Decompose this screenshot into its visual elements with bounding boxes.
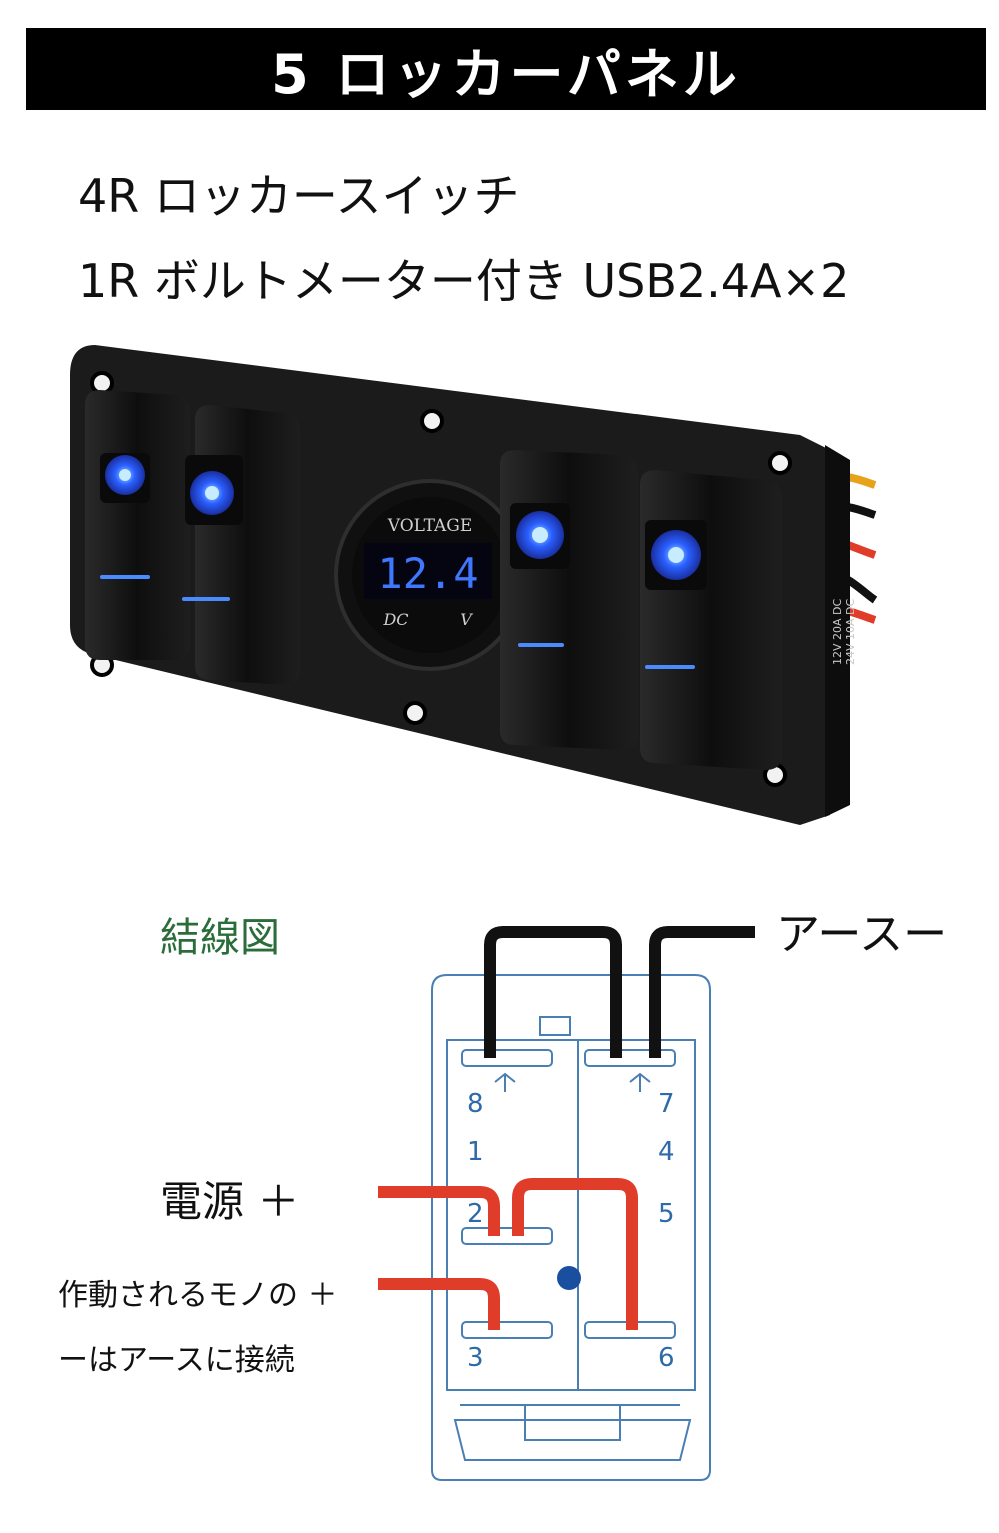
pin-8: 8: [467, 1089, 484, 1119]
screw-hole: [420, 409, 444, 433]
pin-labels: 8 1 2 3 7 4 5 6: [467, 1089, 675, 1373]
rocker-switch-4: [640, 470, 782, 770]
screw-hole: [768, 451, 792, 475]
side-label-1: 12V 20A DC: [831, 598, 844, 665]
meter-label: VOLTAGE: [387, 516, 473, 536]
earth-wires: [484, 926, 755, 1058]
power-wires: [378, 1178, 638, 1330]
load-ground-note: ーはアースに接続: [58, 1343, 295, 1378]
pin-2: 2: [467, 1199, 484, 1229]
rocker-switch-3: [500, 450, 638, 750]
rocker-switch-2: [182, 405, 300, 685]
spec-line-voltmeter: 1R ボルトメーター付き USB2.4A×2: [78, 254, 850, 308]
pin-7: 7: [658, 1089, 675, 1119]
meter-dc: DC: [382, 610, 408, 629]
pin-4: 4: [658, 1137, 675, 1167]
load-label: 作動されるモノの ＋: [58, 1278, 338, 1313]
screw-hole: [403, 701, 427, 725]
housing-side-label: 12V 20A DC 24V 10A DC: [831, 598, 857, 665]
center-pivot-icon: [557, 1266, 581, 1290]
power-label: 電源 ＋: [160, 1177, 300, 1226]
screw-hole: [90, 371, 114, 395]
pin-6: 6: [658, 1343, 675, 1373]
banner: 5 ロッカーパネル: [26, 28, 986, 110]
rocker-switch-1: [85, 390, 190, 660]
meter-value: 12.4: [377, 549, 478, 598]
product-photo: 12V 20A DC 24V 10A DC VOLTAGE 12.4 DC V: [70, 345, 878, 825]
wiring-diagram: 8 1 2 3 7 4 5 6: [378, 926, 755, 1481]
earth-label: アースー: [776, 909, 948, 960]
side-label-2: 24V 10A DC: [844, 598, 857, 665]
spec-line-rocker: 4R ロッカースイッチ: [78, 169, 520, 223]
pin-3: 3: [467, 1343, 484, 1373]
pin-1: 1: [467, 1137, 484, 1167]
pin-5: 5: [658, 1199, 675, 1229]
diagram-title: 結線図: [160, 915, 280, 961]
meter-unit: V: [460, 610, 473, 629]
voltmeter: VOLTAGE 12.4 DC V: [334, 479, 526, 671]
banner-title: 5 ロッカーパネル: [271, 42, 741, 106]
